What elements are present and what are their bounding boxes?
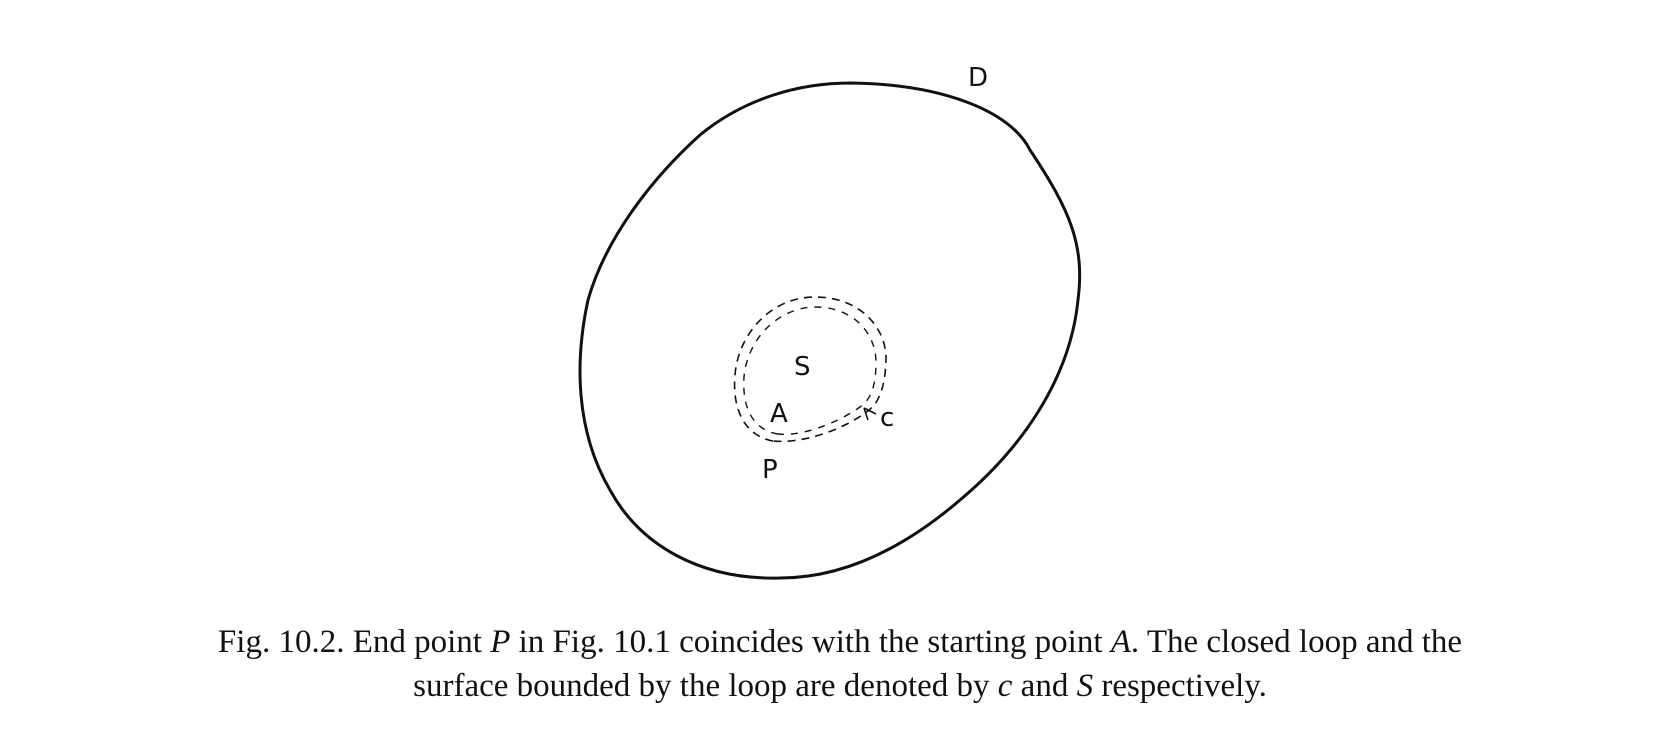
caption-text: in Fig. 10.1 coincides with the starting…	[510, 624, 1111, 660]
diagram-figure: D S A P c	[578, 63, 1082, 580]
closed-loop-c	[733, 296, 887, 443]
caption-text: surface bounded by the loop are denoted …	[413, 668, 998, 704]
label-c: c	[880, 403, 894, 433]
caption-text: Fig. 10.2. End point	[217, 624, 491, 660]
loop-direction-arrow	[863, 407, 877, 421]
caption-text: respectively.	[1093, 668, 1267, 704]
caption-text: . The closed loop and the	[1130, 624, 1463, 660]
caption-symbol: A	[1110, 624, 1131, 660]
caption-line-2: surface bounded by the loop are denoted …	[40, 664, 1640, 708]
figure-caption: Fig. 10.2. End point P in Fig. 10.1 coin…	[40, 620, 1640, 708]
caption-symbol: S	[1076, 668, 1094, 704]
caption-symbol: P	[490, 624, 511, 660]
label-p: P	[762, 455, 778, 485]
caption-symbol: c	[997, 668, 1013, 704]
region-d-boundary	[578, 81, 1082, 580]
label-s: S	[794, 352, 811, 382]
label-d: D	[968, 63, 988, 93]
caption-line-1: Fig. 10.2. End point P in Fig. 10.1 coin…	[40, 620, 1640, 664]
closed-loop-c-second-pass	[743, 306, 877, 436]
caption-text: and	[1012, 668, 1077, 704]
label-a: A	[770, 399, 788, 429]
